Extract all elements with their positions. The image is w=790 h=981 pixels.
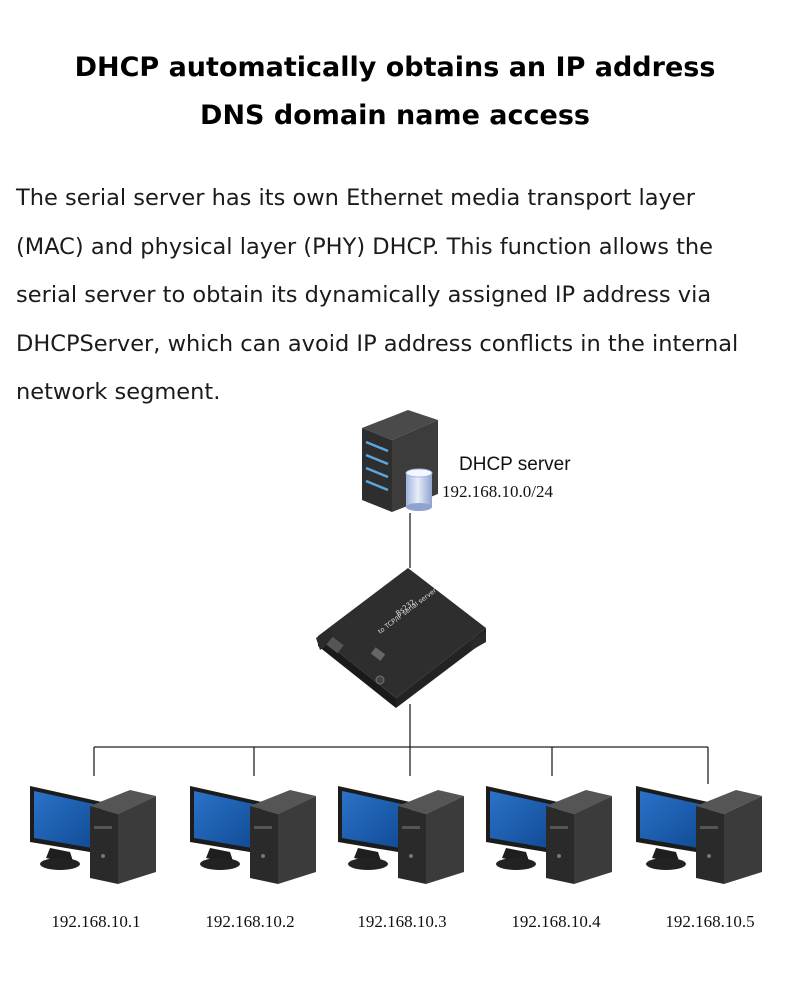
description-line: The serial server has its own Ethernet m… — [16, 185, 695, 211]
client-ip-label: 192.168.10.4 — [511, 912, 601, 931]
description-line: serial server to obtain its dynamically … — [16, 282, 712, 308]
client-pc-icon — [636, 786, 762, 884]
database-icon — [405, 468, 433, 511]
client-ip-label: 192.168.10.3 — [357, 912, 447, 931]
dhcp-server-label: DHCP server — [459, 454, 571, 475]
client-pc-icon — [30, 786, 156, 884]
client-ip-label: 192.168.10.1 — [51, 912, 141, 931]
description: The serial server has its own Ethernet m… — [16, 174, 790, 417]
heading-line-2: DNS domain name access — [200, 100, 590, 131]
client-ip-label: 192.168.10.2 — [205, 912, 295, 931]
client-pc-icon — [190, 786, 316, 884]
description-line: DHCPServer, which can avoid IP address c… — [16, 330, 739, 357]
serial-server-device-icon: Rs232 to TCP/IP serial server — [316, 568, 486, 708]
client-ip-label: 192.168.10.5 — [665, 912, 755, 931]
description-line: (MAC) and physical layer (PHY) DHCP. Thi… — [16, 233, 714, 260]
dhcp-subnet-label: 192.168.10.0/24 — [442, 482, 553, 501]
client-pc-icon — [486, 786, 612, 884]
client-pc-icon — [338, 786, 464, 884]
description-line: network segment. — [16, 379, 221, 405]
heading-line-1: DHCP automatically obtains an IP address — [74, 52, 716, 83]
